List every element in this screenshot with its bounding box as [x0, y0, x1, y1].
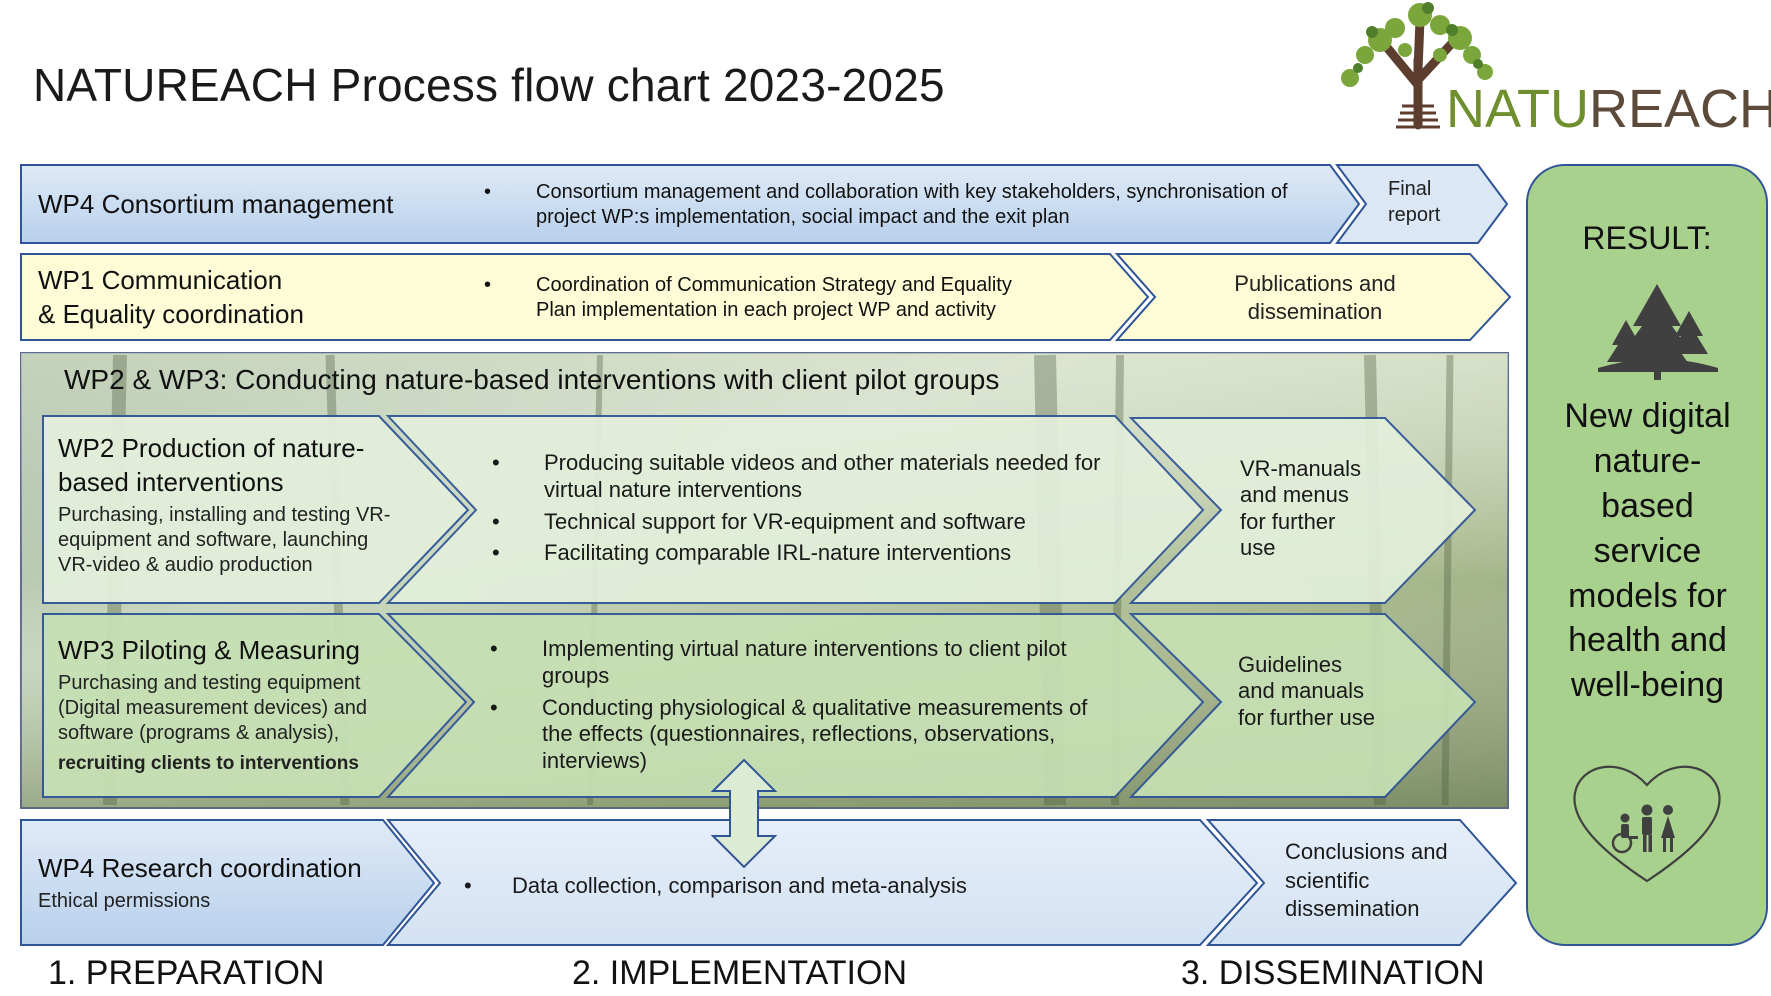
wp3-description-bold: recruiting clients to interventions: [58, 753, 359, 774]
list-item: Implementing virtual nature intervention…: [490, 636, 1110, 690]
logo-text-part1: NATU: [1446, 79, 1589, 139]
wp2-title: WP2 Production of nature-based intervent…: [58, 433, 365, 497]
wp4-management-title: WP4 Consortium management: [38, 189, 394, 219]
list-item: Technical support for VR-equipment and s…: [492, 509, 1102, 536]
double-arrow-icon: [710, 758, 778, 869]
wp1-output-arrow: [1114, 253, 1512, 341]
wp4-research-description: Ethical permissions: [38, 890, 211, 912]
wp3-output-arrow: [1128, 613, 1477, 798]
logo-tree-icon: [1341, 2, 1493, 130]
wp4-research-left-arrow: [20, 819, 436, 946]
wp2-output: VR-manuals and menus for further use: [1240, 456, 1362, 561]
list-item: Conducting physiological & qualitative m…: [490, 695, 1110, 775]
page-title: NATUREACH Process flow chart 2023-2025: [33, 59, 945, 111]
wp1-title-line2: & Equality coordination: [38, 299, 304, 329]
trees-icon: [1598, 284, 1718, 380]
result-panel: [1526, 164, 1768, 946]
wp1-title-line1: WP1 Communication: [38, 265, 283, 295]
wp3-bullets: Implementing virtual nature intervention…: [490, 636, 1110, 775]
wp4-research-output-arrow: [1205, 819, 1518, 946]
wp2-bullets: Producing suitable videos and other mate…: [492, 450, 1102, 567]
wp2-left-arrow: [42, 415, 470, 604]
list-item: Producing suitable videos and other mate…: [492, 450, 1102, 504]
wp3-description: Purchasing and testing equipment (Digita…: [58, 672, 368, 744]
logo: NATUREACH: [1446, 78, 1771, 140]
wp2-output-arrow: [1128, 417, 1477, 604]
wp1-output: Publications and dissemination: [1234, 271, 1396, 324]
wp1-bullets: Coordination of Communication Strategy a…: [484, 273, 1044, 323]
wp4-research-output: Conclusions and scientific dissemination: [1285, 839, 1448, 922]
logo-text-part2: REACH: [1589, 79, 1771, 139]
wp23-title: WP2 & WP3: Conducting nature-based inter…: [64, 364, 1000, 395]
result-title: RESULT:: [1582, 220, 1712, 256]
wp4-research-title: WP4 Research coordination: [38, 853, 362, 883]
wp4-management-bullets: Consortium management and collaboration …: [484, 180, 1304, 230]
result-body: New digital nature-based service models …: [1564, 397, 1731, 705]
wp3-title: WP3 Piloting & Measuring: [58, 635, 361, 665]
wp4-management-output: Final report: [1388, 178, 1441, 226]
wp4-management-output-arrow: [1335, 164, 1509, 244]
phase-label-dissemination: 3. DISSEMINATION: [1181, 954, 1485, 992]
wp3-left-arrow: [42, 613, 468, 798]
list-item: Consortium management and collaboration …: [484, 180, 1304, 230]
wp4-research-bullets: Data collection, comparison and meta-ana…: [464, 872, 1164, 900]
heart-people-icon: [1573, 765, 1721, 883]
list-item: Data collection, comparison and meta-ana…: [464, 872, 1164, 900]
phase-label-implementation: 2. IMPLEMENTATION: [572, 954, 908, 992]
wp2-description: Purchasing, installing and testing VR-eq…: [58, 504, 391, 576]
list-item: Facilitating comparable IRL-nature inter…: [492, 540, 1102, 567]
list-item: Coordination of Communication Strategy a…: [484, 273, 1044, 323]
phase-label-preparation: 1. PREPARATION: [48, 954, 325, 992]
wp3-output: Guidelines and manuals for further use: [1238, 652, 1375, 730]
